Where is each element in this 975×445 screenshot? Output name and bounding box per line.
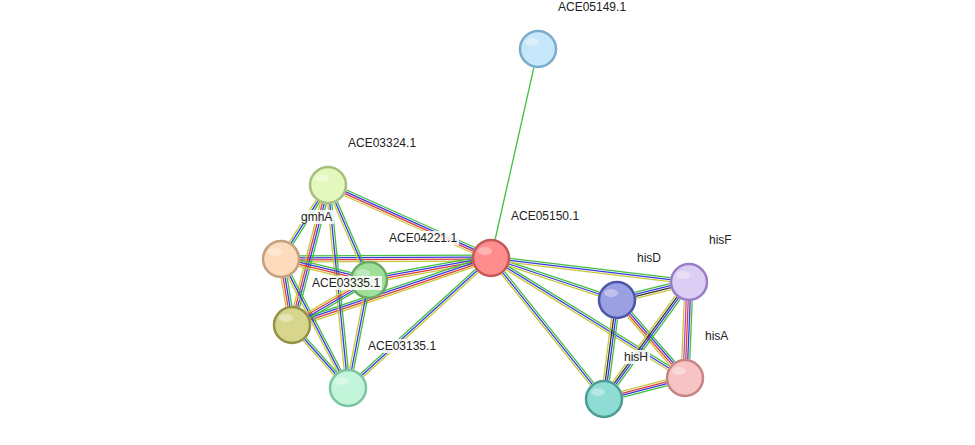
node-label: ACE03324.1 [346,136,418,150]
node-circle [669,262,709,302]
interaction-edge [682,301,692,359]
protein-node: ACE03135.1 [328,368,368,408]
node-circle [584,379,624,419]
protein-node: hisH [584,379,624,419]
node-circle [328,368,368,408]
node-label: ACE03135.1 [366,339,438,353]
node-label: hisA [703,329,730,343]
node-label: hisF [707,233,734,247]
protein-node: hisA [665,358,705,398]
node-label: hisH [622,350,650,364]
node-circle [261,239,301,279]
node-circle [471,238,511,278]
interaction-edge [603,318,617,380]
protein-node: ACE05150.1 [471,238,511,278]
node-circle [308,165,348,205]
protein-node: gmhA [261,239,301,279]
node-label: ACE03335.1 [310,276,382,290]
interaction-edge [506,266,670,369]
interaction-edge [350,298,368,369]
protein-node: hisD [597,280,637,320]
node-label: ACE05150.1 [509,209,581,223]
node-circle [272,305,312,345]
node-label: hisD [635,251,663,265]
node-label: ACE05149.1 [556,0,628,14]
interaction-edge [303,338,337,375]
protein-node: ACE05149.1 [518,29,558,69]
node-label: gmhA [299,210,334,224]
interaction-edge [334,202,364,264]
interaction-edge [307,287,354,318]
protein-node: hisF [669,262,709,302]
interaction-edge [622,380,668,397]
node-label: ACE04221.1 [387,231,459,245]
interaction-edge [300,255,472,262]
node-circle [518,29,558,69]
protein-node: ACE03335.1 [272,305,312,345]
interaction-edge [635,284,672,299]
node-circle [597,280,637,320]
interaction-edge [344,190,475,253]
interaction-edge [501,272,593,386]
node-circle [665,358,705,398]
protein-node: ACE03324.1 [308,165,348,205]
